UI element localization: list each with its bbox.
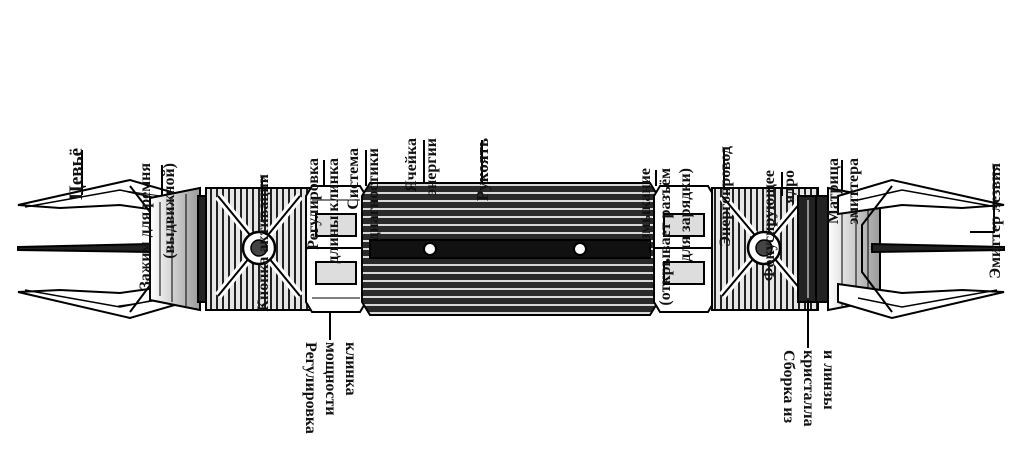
label-razmyk-line3: для зарядки)	[677, 168, 694, 262]
label-fokus-line1: Фокусирующее	[761, 170, 778, 281]
label-reg-moshch-line1: Регулировка	[302, 342, 319, 434]
leader-lines	[81, 140, 995, 348]
label-reg-dliny-line2: длины клинка	[325, 158, 342, 264]
label-zazhim-line2: (выдвижной)	[161, 163, 178, 259]
label-fokus-line2: ядро	[781, 170, 798, 204]
label-rukoyat: Рукоять	[473, 138, 492, 201]
label-reg-dliny-line1: Регулировка	[305, 158, 322, 250]
label-reg-moshch-line2: мощности	[322, 342, 339, 416]
label-energoprovod: Энергопровод	[717, 146, 734, 247]
label-sistema-line1: Система	[345, 148, 362, 210]
main-grip	[361, 182, 659, 316]
label-razmyk-line1: Размыкание	[637, 168, 654, 258]
label-yacheyka-line1: Ячейка	[403, 138, 420, 192]
label-matritsa-line2: эмиттера	[845, 158, 862, 225]
lightsaber-body	[17, 178, 1005, 320]
label-yacheyka-line2: энергии	[423, 138, 440, 196]
label-reg-moshch-line3: клинка	[342, 342, 359, 396]
label-sborka-line3: и линзы	[820, 350, 837, 410]
label-emitter: Эмиттер лезвия	[987, 163, 1004, 279]
label-sborka-line2: кристалла	[800, 350, 817, 427]
right-prongs	[837, 178, 1005, 320]
label-matritsa-line1: Матрица	[825, 158, 842, 224]
right-collar	[653, 185, 715, 313]
label-zazhim-line1: Зажим для ремня	[137, 163, 154, 290]
label-tsevye: Цевьё	[66, 148, 87, 200]
label-sborka-line1: Сборка из	[780, 350, 797, 424]
callout-labels: Цевьё Зажим для ремня (выдвижной) Кнопка…	[66, 138, 1004, 434]
right-ribbed-section	[711, 187, 819, 311]
left-collar	[305, 185, 367, 313]
label-sistema-line2: диагностики	[365, 148, 382, 240]
left-cone	[149, 186, 209, 312]
label-razmyk-line2: (открывает разъём	[657, 168, 674, 306]
label-knopka: Кнопка активации	[255, 174, 272, 312]
